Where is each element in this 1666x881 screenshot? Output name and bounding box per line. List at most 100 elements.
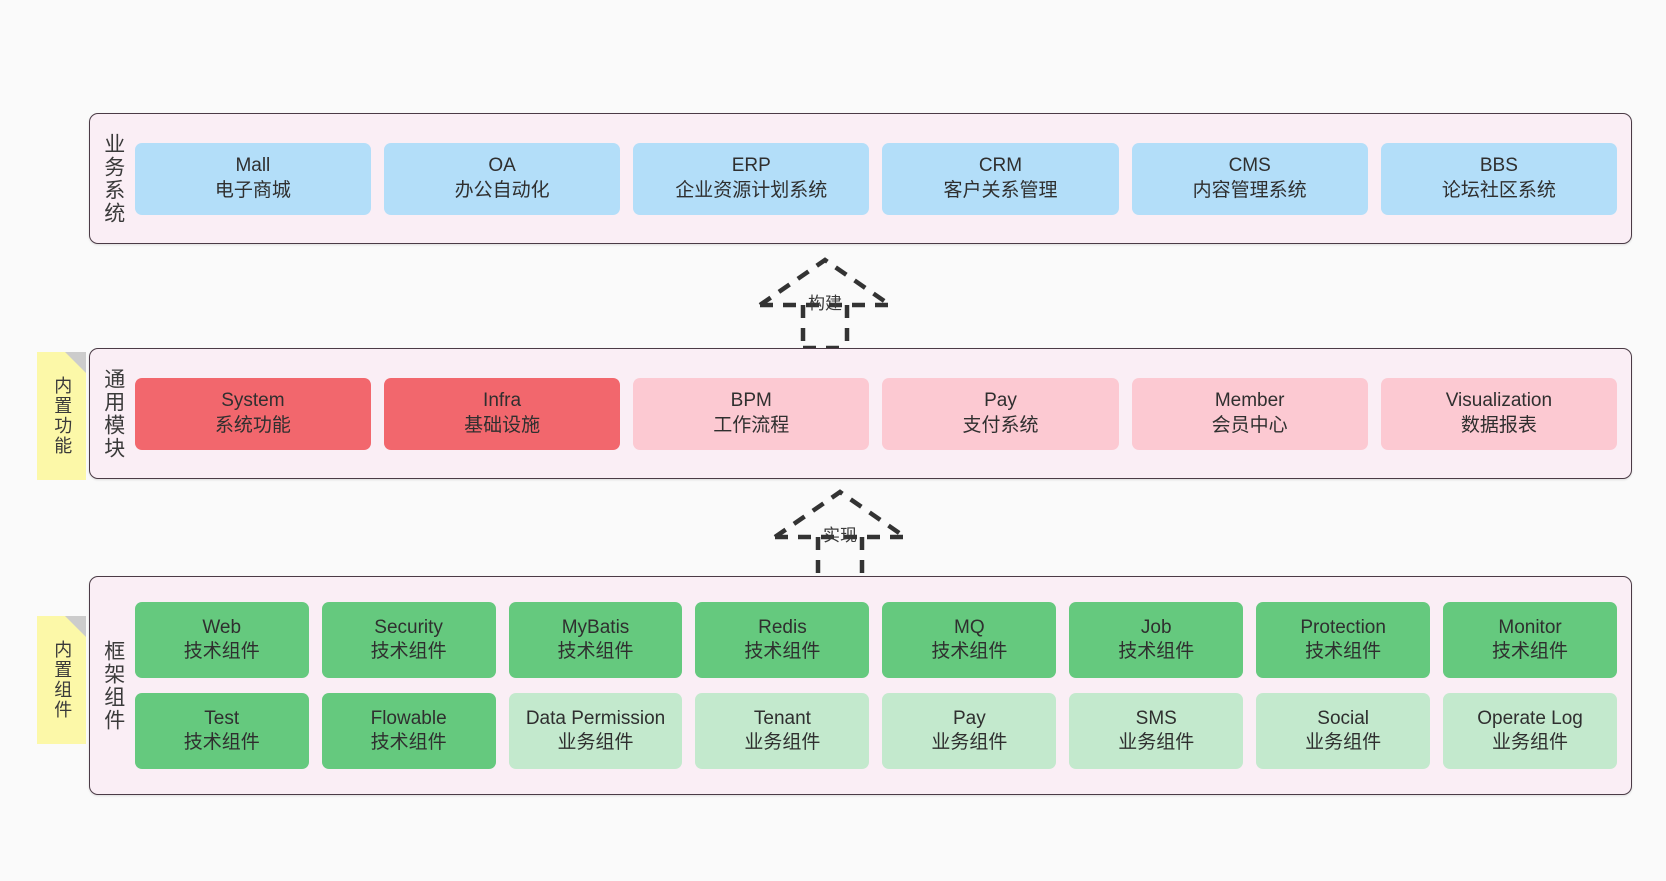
layer-business-systems: 业务系统 Mall 电子商城 OA 办公自动化 ERP 企业资源计划系统 CRM… <box>89 113 1632 244</box>
node-data-permission[interactable]: Data Permission 业务组件 <box>508 693 683 769</box>
node-test[interactable]: Test 技术组件 <box>134 693 309 769</box>
node-pay-module[interactable]: Pay 支付系统 <box>882 377 1119 450</box>
node-tenant[interactable]: Tenant 业务组件 <box>695 693 870 769</box>
node-social[interactable]: Social 业务组件 <box>1256 693 1431 769</box>
node-oa-desc: 办公自动化 <box>454 179 550 201</box>
node-mall-desc: 电子商城 <box>214 179 291 201</box>
node-bpm-desc: 工作流程 <box>713 414 790 436</box>
node-infra[interactable]: Infra 基础设施 <box>383 377 621 450</box>
node-crm-desc: 客户关系管理 <box>943 179 1058 201</box>
node-mall-name: Mall <box>235 155 271 177</box>
node-protection-name: Protection <box>1300 616 1386 638</box>
node-member-name: Member <box>1214 390 1285 412</box>
node-data-permission-name: Data Permission <box>525 707 666 729</box>
node-mybatis[interactable]: MyBatis 技术组件 <box>508 602 683 678</box>
node-pay-component[interactable]: Pay 业务组件 <box>882 693 1057 769</box>
business-systems-row: Mall 电子商城 OA 办公自动化 ERP 企业资源计划系统 CRM 客户关系… <box>134 142 1617 215</box>
node-redis-desc: 技术组件 <box>744 641 821 662</box>
common-modules-row: System 系统功能 Infra 基础设施 BPM 工作流程 Pay 支付系统… <box>134 377 1617 450</box>
node-oa[interactable]: OA 办公自动化 <box>383 142 621 215</box>
node-redis[interactable]: Redis 技术组件 <box>695 602 870 678</box>
node-pay-module-desc: 支付系统 <box>962 414 1039 436</box>
node-flowable-name: Flowable <box>370 707 447 729</box>
note-builtin-component: 内置组件 <box>37 616 86 744</box>
node-security-desc: 技术组件 <box>370 641 447 662</box>
node-cms-name: CMS <box>1228 155 1271 177</box>
node-pay-component-desc: 业务组件 <box>931 732 1008 753</box>
node-crm[interactable]: CRM 客户关系管理 <box>882 142 1119 215</box>
node-monitor-desc: 技术组件 <box>1492 641 1569 662</box>
layer-business-systems-body: Mall 电子商城 OA 办公自动化 ERP 企业资源计划系统 CRM 客户关系… <box>131 114 1631 243</box>
connector-realize-arrow-icon <box>773 489 907 583</box>
node-crm-name: CRM <box>978 155 1023 177</box>
node-sms-desc: 业务组件 <box>1118 732 1195 753</box>
node-member-desc: 会员中心 <box>1211 414 1288 436</box>
node-bbs-name: BBS <box>1479 155 1518 177</box>
node-mall[interactable]: Mall 电子商城 <box>134 142 371 215</box>
framework-business-components-row: Test 技术组件 Flowable 技术组件 Data Permission … <box>134 693 1618 769</box>
node-erp[interactable]: ERP 企业资源计划系统 <box>633 142 870 215</box>
layer-business-systems-title: 业务系统 <box>101 132 125 225</box>
connector-realize: 实现 <box>760 487 920 583</box>
node-monitor[interactable]: Monitor 技术组件 <box>1443 602 1618 678</box>
node-security[interactable]: Security 技术组件 <box>321 602 496 678</box>
node-data-permission-desc: 业务组件 <box>557 732 634 753</box>
node-visualization[interactable]: Visualization 数据报表 <box>1380 377 1617 450</box>
framework-tech-components-row: Web 技术组件 Security 技术组件 MyBatis 技术组件 Redi… <box>134 602 1618 678</box>
node-pay-module-name: Pay <box>984 390 1017 412</box>
node-mq-name: MQ <box>954 616 985 638</box>
node-web[interactable]: Web 技术组件 <box>134 602 309 678</box>
node-mybatis-name: MyBatis <box>561 616 630 638</box>
node-cms-desc: 内容管理系统 <box>1192 179 1307 201</box>
node-mq-desc: 技术组件 <box>931 641 1008 662</box>
node-protection[interactable]: Protection 技术组件 <box>1256 602 1431 678</box>
note-fold-corner-icon <box>65 616 86 637</box>
node-job-desc: 技术组件 <box>1118 641 1195 662</box>
node-sms-name: SMS <box>1135 707 1177 729</box>
node-job[interactable]: Job 技术组件 <box>1069 602 1244 678</box>
node-test-name: Test <box>204 707 240 729</box>
node-system-desc: 系统功能 <box>214 414 291 436</box>
note-builtin-function-label: 内置功能 <box>52 376 73 456</box>
layer-framework-components-body: Web 技术组件 Security 技术组件 MyBatis 技术组件 Redi… <box>131 577 1631 794</box>
node-sms[interactable]: SMS 业务组件 <box>1069 693 1244 769</box>
node-redis-name: Redis <box>758 616 807 638</box>
connector-build-arrow-icon <box>758 257 892 351</box>
note-builtin-component-label: 内置组件 <box>52 640 73 720</box>
node-system[interactable]: System 系统功能 <box>134 377 371 450</box>
node-infra-desc: 基础设施 <box>464 414 541 436</box>
node-operate-log-desc: 业务组件 <box>1492 732 1569 753</box>
node-security-name: Security <box>374 616 443 638</box>
node-monitor-name: Monitor <box>1498 616 1562 638</box>
node-test-desc: 技术组件 <box>183 732 260 753</box>
node-protection-desc: 技术组件 <box>1305 641 1382 662</box>
note-builtin-function: 内置功能 <box>37 352 86 480</box>
node-job-name: Job <box>1140 616 1172 638</box>
node-web-desc: 技术组件 <box>183 641 260 662</box>
node-social-name: Social <box>1317 707 1370 729</box>
node-member[interactable]: Member 会员中心 <box>1131 377 1368 450</box>
node-mq[interactable]: MQ 技术组件 <box>882 602 1057 678</box>
node-operate-log[interactable]: Operate Log 业务组件 <box>1443 693 1618 769</box>
node-erp-desc: 企业资源计划系统 <box>675 179 828 201</box>
layer-framework-components-title: 框架组件 <box>101 639 125 732</box>
node-oa-name: OA <box>488 155 516 177</box>
node-visualization-desc: 数据报表 <box>1460 414 1537 436</box>
node-tenant-name: Tenant <box>753 707 811 729</box>
node-bpm[interactable]: BPM 工作流程 <box>633 377 870 450</box>
layer-framework-components: 框架组件 Web 技术组件 Security 技术组件 MyBatis 技术组件… <box>89 576 1632 795</box>
node-cms[interactable]: CMS 内容管理系统 <box>1131 142 1368 215</box>
node-social-desc: 业务组件 <box>1305 732 1382 753</box>
node-mybatis-desc: 技术组件 <box>557 641 634 662</box>
node-bbs-desc: 论坛社区系统 <box>1441 179 1556 201</box>
note-fold-corner-icon <box>65 352 86 373</box>
connector-build: 构建 <box>745 255 905 351</box>
node-system-name: System <box>221 390 285 412</box>
layer-common-modules-title: 通用模块 <box>101 367 125 460</box>
node-bpm-name: BPM <box>730 390 772 412</box>
node-infra-name: Infra <box>483 390 522 412</box>
node-tenant-desc: 业务组件 <box>744 732 821 753</box>
node-flowable[interactable]: Flowable 技术组件 <box>321 693 496 769</box>
node-operate-log-name: Operate Log <box>1477 707 1583 729</box>
node-bbs[interactable]: BBS 论坛社区系统 <box>1380 142 1617 215</box>
